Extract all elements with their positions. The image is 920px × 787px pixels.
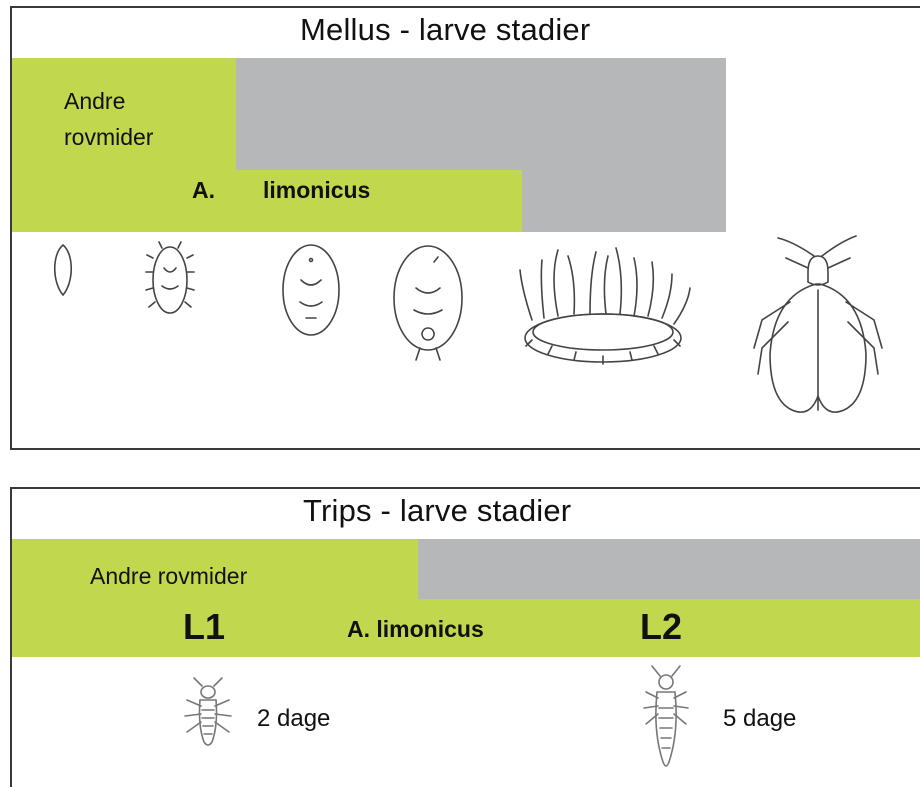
mellus-title: Mellus - larve stadier [300,12,590,48]
trips-l1-days: 2 dage [257,705,330,733]
trips-gray-bar [418,539,920,599]
mellus-limonicus-label: limonicus [263,177,370,204]
thrips-l1-icon [180,676,236,752]
trips-l2-label: L2 [640,606,682,648]
mellus-limonicus-a-label: A. [192,177,215,204]
trips-andre-rovmider-label: Andre rovmider [90,563,247,590]
whitefly-egg-icon [48,240,78,300]
adult-whitefly-icon [748,232,890,418]
mellus-andre-label: Andre [64,88,125,115]
mellus-rovmider-label: rovmider [64,124,153,151]
thrips-l2-icon [640,664,692,772]
mellus-gray-bar-lower [522,170,726,232]
trips-title: Trips - larve stadier [303,493,571,529]
trips-l2-days: 5 dage [723,705,796,733]
whitefly-nymph-1-icon [140,238,200,324]
trips-l1-label: L1 [183,606,225,648]
whitefly-nymph-2-icon [276,240,346,340]
trips-limonicus-label: A. limonicus [347,616,484,643]
whitefly-nymph-3-icon [388,240,470,368]
whitefly-pupa-icon [512,240,694,372]
mellus-gray-bar-upper [236,58,726,170]
